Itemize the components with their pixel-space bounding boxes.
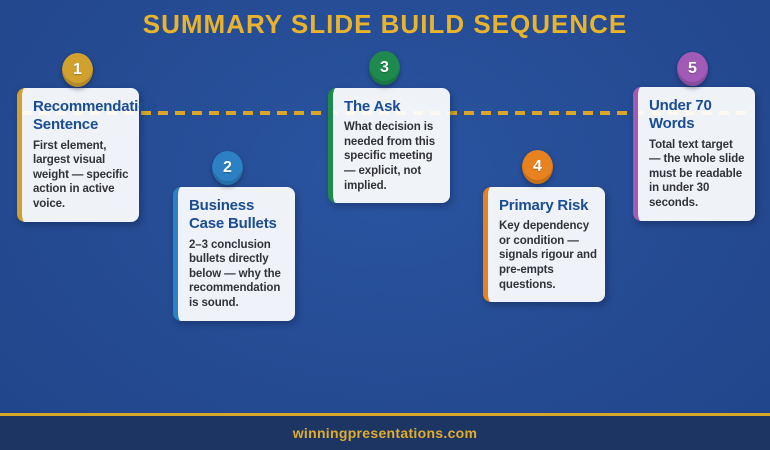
step-card-title: Recommendation Sentence xyxy=(33,98,157,134)
step-card-title: The Ask xyxy=(344,98,401,115)
step-card-description: Total text target — the whole slide must… xyxy=(649,138,745,209)
footer-bar: winningpresentations.com xyxy=(0,416,770,450)
step-card-title: Business Case Bullets xyxy=(189,197,277,233)
step-card-title: Primary Risk xyxy=(499,197,589,214)
step-card-business-case: Business Case Bullets 2–3 conclusion bul… xyxy=(173,187,295,321)
step-card-title: Under 70 Words xyxy=(649,97,712,133)
step-number-badge-5: 5 xyxy=(677,52,708,86)
page-title: SUMMARY SLIDE BUILD SEQUENCE xyxy=(142,9,628,39)
step-card-description: Key dependency or condition — signals ri… xyxy=(499,220,597,291)
step-card-description: 2–3 conclusion bullets directly below — … xyxy=(189,238,281,309)
footer-divider-line xyxy=(0,413,770,416)
step-number-badge-2: 2 xyxy=(212,151,243,185)
step-card-under-70-words: Under 70 Words Total text target — the w… xyxy=(633,87,755,221)
step-number-badge-3: 3 xyxy=(369,51,400,85)
step-card-primary-risk: Primary Risk Key dependency or condition… xyxy=(483,187,605,303)
step-number-badge-4: 4 xyxy=(522,150,553,184)
step-card-description: What decision is needed from this specif… xyxy=(344,121,436,192)
step-card-recommendation: Recommendation Sentence First element, l… xyxy=(17,88,157,222)
footer-website-text: winningpresentations.com xyxy=(292,425,478,441)
step-card-description: First element, largest visual weight — s… xyxy=(33,139,129,210)
step-card-the-ask: The Ask What decision is needed from thi… xyxy=(328,88,450,204)
step-number-badge-1: 1 xyxy=(62,53,93,87)
